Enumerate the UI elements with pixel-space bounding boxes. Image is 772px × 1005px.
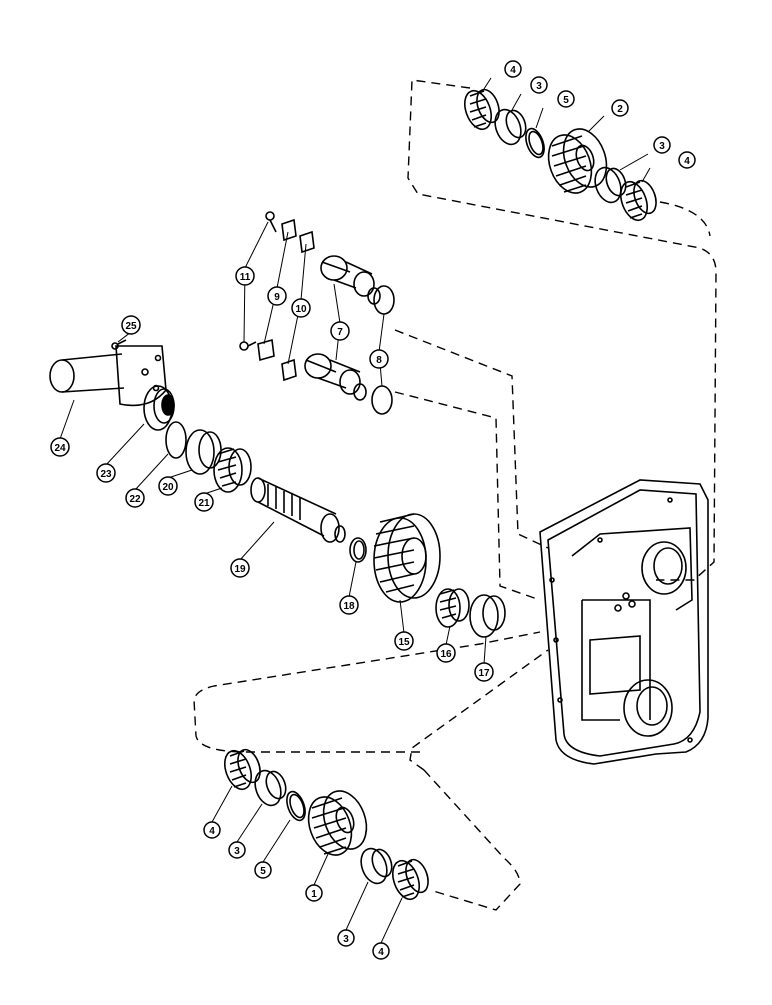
callout-8: 8 [369, 349, 389, 369]
callout-2: 2 [611, 99, 629, 117]
bearing-cup-3-lower-left [254, 769, 287, 807]
bearing-cone-4-upper-right [620, 179, 657, 222]
snap-ring-5-upper [525, 127, 545, 159]
callout-4: 4 [203, 821, 221, 839]
svg-text:17: 17 [478, 668, 490, 679]
svg-text:15: 15 [398, 637, 410, 648]
svg-text:4: 4 [684, 156, 690, 167]
svg-text:7: 7 [337, 327, 343, 338]
bolt-25 [111, 339, 127, 350]
svg-text:23: 23 [100, 469, 112, 480]
svg-text:5: 5 [563, 95, 569, 106]
svg-text:22: 22 [129, 494, 141, 505]
callout-5: 5 [254, 861, 272, 879]
callout-20: 20 [158, 476, 178, 496]
gear-1 [307, 790, 368, 856]
svg-text:4: 4 [510, 65, 516, 76]
svg-text:20: 20 [162, 482, 174, 493]
callout-24: 24 [50, 437, 70, 457]
svg-text:3: 3 [536, 81, 542, 92]
snap-ring-5-lower [286, 790, 306, 822]
output-shaft-assembly [49, 339, 506, 638]
plate-9-lower [257, 338, 275, 362]
svg-text:3: 3 [659, 141, 665, 152]
idler-shaft-group [239, 211, 395, 415]
callout-4: 4 [372, 942, 390, 960]
callout-7: 7 [330, 321, 350, 341]
callout-18: 18 [339, 595, 359, 615]
callout-5: 5 [557, 90, 575, 108]
svg-text:2: 2 [617, 104, 623, 115]
leader-lines [59, 77, 651, 944]
callout-23: 23 [96, 463, 116, 483]
bolt-11-lower [239, 341, 257, 351]
svg-text:3: 3 [234, 846, 240, 857]
svg-text:4: 4 [209, 826, 215, 837]
callout-3: 3 [228, 841, 246, 859]
svg-text:3: 3 [343, 934, 349, 945]
bearing-cone-16 [435, 588, 470, 628]
callout-9: 9 [267, 286, 287, 306]
svg-text:11: 11 [240, 272, 251, 283]
svg-text:9: 9 [274, 292, 280, 303]
shaft-7-lower [304, 353, 367, 401]
bearing-cup-20 [185, 429, 222, 475]
plate-10-lower [281, 358, 297, 382]
lower-gear-set [224, 748, 429, 901]
svg-text:24: 24 [54, 443, 66, 454]
callout-1: 1 [305, 884, 323, 902]
plate-10-upper [299, 230, 315, 254]
bearing-cup-17 [469, 594, 506, 638]
callout-22: 22 [125, 488, 145, 508]
svg-text:19: 19 [234, 564, 246, 575]
svg-text:18: 18 [343, 601, 355, 612]
svg-text:21: 21 [198, 498, 210, 509]
seal-23 [143, 385, 175, 431]
plate-9-upper [281, 218, 297, 242]
svg-text:5: 5 [260, 866, 266, 877]
svg-text:25: 25 [125, 321, 137, 332]
bearing-cup-3-upper-left [494, 108, 527, 146]
svg-text:1: 1 [311, 889, 317, 900]
snap-ring-22 [165, 421, 187, 459]
callout-10: 10 [291, 298, 311, 318]
upper-gear-set [464, 88, 657, 222]
shaft-7-upper [320, 255, 381, 305]
callout-4: 4 [678, 151, 696, 169]
gear-15 [373, 513, 441, 603]
o-ring-8-lower [371, 385, 393, 415]
bearing-cup-3-lower-right [360, 847, 393, 885]
callout-3: 3 [653, 136, 671, 154]
svg-text:10: 10 [295, 304, 307, 315]
svg-text:8: 8 [376, 355, 382, 366]
callout-16: 16 [436, 643, 456, 663]
gear-case-housing [539, 479, 709, 765]
callout-15: 15 [394, 631, 414, 651]
callout-11: 11 [235, 266, 255, 286]
bearing-cone-4-upper-left [464, 88, 500, 131]
bearing-cone-4-lower-left [224, 748, 261, 791]
svg-text:4: 4 [378, 947, 384, 958]
callout-4: 4 [504, 60, 522, 78]
callout-21: 21 [194, 492, 214, 512]
output-shaft-19 [250, 477, 346, 543]
callouts: 4 3 5 2 3 4 11 9 10 7 8 25 24 23 22 20 2… [50, 60, 696, 960]
o-ring-8-upper [373, 285, 395, 315]
bearing-cone-4-lower-right [392, 858, 429, 901]
callout-3: 3 [337, 929, 355, 947]
bolt-11-upper [265, 211, 277, 233]
housing-tube-24 [49, 345, 167, 407]
callout-25: 25 [121, 315, 141, 335]
callout-3: 3 [530, 76, 548, 94]
gear-2 [547, 128, 608, 194]
callout-19: 19 [230, 558, 250, 578]
snap-ring-18 [349, 537, 367, 563]
bearing-cone-21 [213, 447, 252, 493]
callout-17: 17 [474, 662, 494, 682]
assembly-path-lines [193, 79, 717, 911]
svg-text:16: 16 [440, 649, 452, 660]
